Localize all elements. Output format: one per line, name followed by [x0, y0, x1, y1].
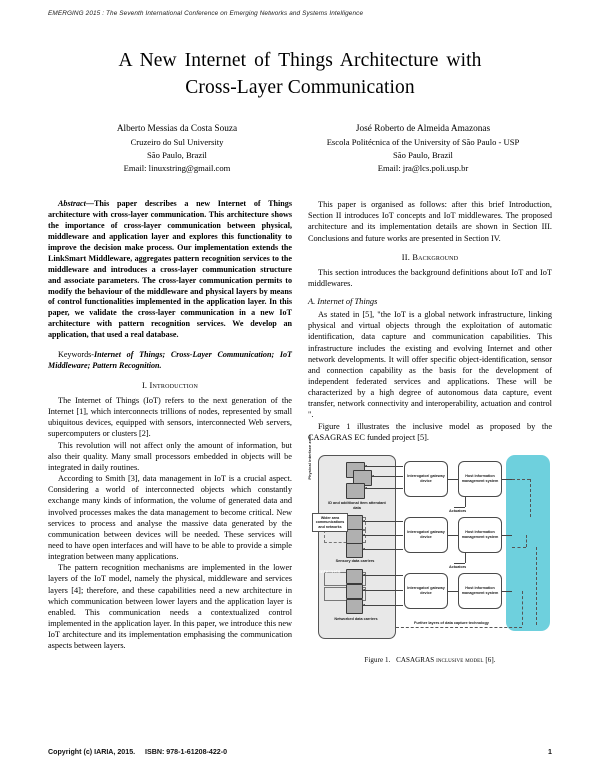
figure-caption-text: CASAGRAS inclusive model [6]. [396, 655, 496, 664]
diagram-arrow [362, 589, 403, 592]
diagram-solid-box [324, 571, 366, 586]
page-footer: Copyright (c) IARIA, 2015. ISBN: 978-1-6… [48, 748, 552, 756]
right-column: This paper is organised as follows: afte… [307, 199, 552, 664]
footer-copyright-block: Copyright (c) IARIA, 2015. ISBN: 978-1-6… [48, 748, 229, 756]
section-heading-introduction: I. Introduction [141, 380, 199, 390]
diagram-connector [448, 590, 458, 592]
organisation-paragraph: This paper is organised as follows: afte… [308, 200, 552, 243]
running-header: EMERGING 2015 : The Seventh Internationa… [48, 10, 364, 17]
figure-caption-number: Figure 1. [364, 655, 391, 664]
diagram-label-internets: Internets [319, 568, 341, 574]
diagram-tag [346, 542, 363, 558]
diagram-label-id-data: ID and additional item attendant data [328, 500, 386, 510]
author-email: Email: linuxstring@gmail.com [123, 163, 231, 174]
diagram-solid-box [324, 586, 366, 601]
figure-caption: Figure 1. CASAGRAS inclusive model [6]. [308, 656, 552, 664]
figure-1: Physical interface zone ID and additiona… [307, 434, 552, 664]
diagram-label-sensory: Sensory data carriers [335, 558, 375, 563]
diagram-node-interrogator: Interrogator/ gateway device [404, 572, 448, 609]
intro-paragraph-1: The Internet of Things (IoT) refers to t… [48, 395, 292, 439]
footer-copyright: Copyright (c) IARIA, 2015. [48, 748, 136, 756]
diagram-arrow [362, 604, 403, 607]
diagram-dashed-connector [530, 478, 531, 517]
diagram-connector [454, 562, 465, 564]
diagram-connector [502, 478, 512, 480]
diagram-tag [346, 514, 363, 530]
diagram-node-host: Host information management system [458, 516, 502, 553]
author-affiliation: Escola Politécnica of the University of … [326, 136, 520, 147]
background-paragraph: This section introduces the background d… [308, 267, 552, 288]
diagram-tag [346, 528, 363, 544]
diagram-tag [346, 583, 363, 599]
casagras-diagram: Physical interface zone ID and additiona… [307, 434, 552, 647]
diagram-tag [346, 482, 365, 499]
page-title: A New Internet of Things Architecture wi… [48, 48, 552, 102]
author-name: José Roberto de Almeida Amazonas [355, 123, 491, 134]
keywords-lead: Keywords- [58, 350, 94, 360]
footer-page-number: 1 [548, 748, 552, 756]
diagram-node-interrogator: Interrogator/ gateway device [404, 516, 448, 553]
diagram-dashed-connector [512, 478, 530, 480]
abstract-paragraph: Abstract—This paper describes a new Inte… [48, 199, 292, 341]
author-name: Alberto Messias da Costa Souza [116, 123, 238, 134]
keywords-paragraph: Keywords-Internet of Things; Cross-Layer… [48, 350, 292, 372]
author-location: São Paulo, Brazil [147, 150, 207, 160]
diagram-vertical-axis-label: Physical interface zone [307, 434, 312, 480]
subsection-heading-internet-of-things: A. Internet of Things [308, 297, 378, 307]
diagram-arrow [371, 475, 403, 478]
keywords-text: Internet of Things; Cross-Layer Communic… [48, 350, 292, 371]
diagram-tag [346, 598, 363, 614]
iot-paragraph-2: Figure 1 illustrates the inclusive model… [308, 421, 552, 442]
diagram-network-panel [506, 454, 550, 631]
abstract-text: This paper describes a new Internet of T… [48, 199, 292, 340]
intro-paragraph-3: According to Smith [3], data management … [48, 474, 292, 562]
diagram-connector [502, 534, 512, 536]
author-2: José Roberto de Almeida Amazonas Escola … [300, 122, 546, 175]
section-heading-background: II. Background [401, 252, 459, 262]
diagram-connector [502, 590, 512, 592]
title-line-1: A New Internet of Things Architecture wi… [118, 50, 482, 71]
abstract-lead: Abstract— [58, 199, 94, 209]
author-block: Alberto Messias da Costa Souza Cruzeiro … [48, 122, 552, 175]
diagram-label-further-layers: Further layers of data capture technolog… [414, 620, 489, 625]
diagram-label-wider-area: Wider area communications and networks [312, 512, 348, 533]
diagram-dashed-connector [526, 534, 527, 547]
body-columns: Abstract—This paper describes a new Inte… [48, 199, 552, 664]
intro-paragraph-2: This revolution will not affect only the… [48, 440, 292, 472]
author-1: Alberto Messias da Costa Souza Cruzeiro … [54, 122, 300, 175]
author-affiliation: Cruzeiro do Sul University [130, 136, 224, 147]
diagram-label-networked: Networked data carriers [334, 616, 378, 621]
title-line-2: Cross-Layer Communication [185, 76, 415, 98]
title-block: A New Internet of Things Architecture wi… [48, 0, 552, 102]
diagram-connector [454, 506, 465, 508]
diagram-arrow [362, 574, 403, 577]
diagram-connector [448, 534, 458, 536]
diagram-dashed-connector [522, 590, 523, 625]
intro-paragraph-4: The pattern recognition mechanisms are i… [48, 563, 292, 651]
diagram-arrow [364, 487, 403, 490]
author-email: Email: jra@lcs.poli.usp.br [377, 163, 469, 174]
diagram-connector [465, 496, 466, 507]
diagram-label-actuators: Actuators [449, 564, 467, 569]
diagram-node-interrogator: Interrogator/ gateway device [404, 460, 448, 497]
diagram-arrow [364, 465, 403, 468]
diagram-arrow [362, 548, 403, 551]
diagram-label-actuators: Actuators [449, 508, 467, 513]
diagram-node-host: Host information management system [458, 572, 502, 609]
diagram-connector [465, 552, 466, 563]
author-location: São Paulo, Brazil [393, 150, 453, 160]
diagram-arrow [362, 534, 403, 537]
diagram-dashed-connector [536, 546, 537, 625]
diagram-tag [346, 568, 363, 584]
footer-isbn: ISBN: 978-1-61208-422-0 [145, 748, 228, 756]
diagram-dashed-connector [512, 546, 526, 548]
diagram-arrow [362, 520, 403, 523]
left-column: Abstract—This paper describes a new Inte… [48, 199, 292, 664]
iot-paragraph-1: As stated in [5], "the IoT is a global n… [308, 310, 552, 420]
diagram-node-host: Host information management system [458, 460, 502, 497]
diagram-dashed-connector [396, 626, 522, 628]
diagram-connector [448, 478, 458, 480]
